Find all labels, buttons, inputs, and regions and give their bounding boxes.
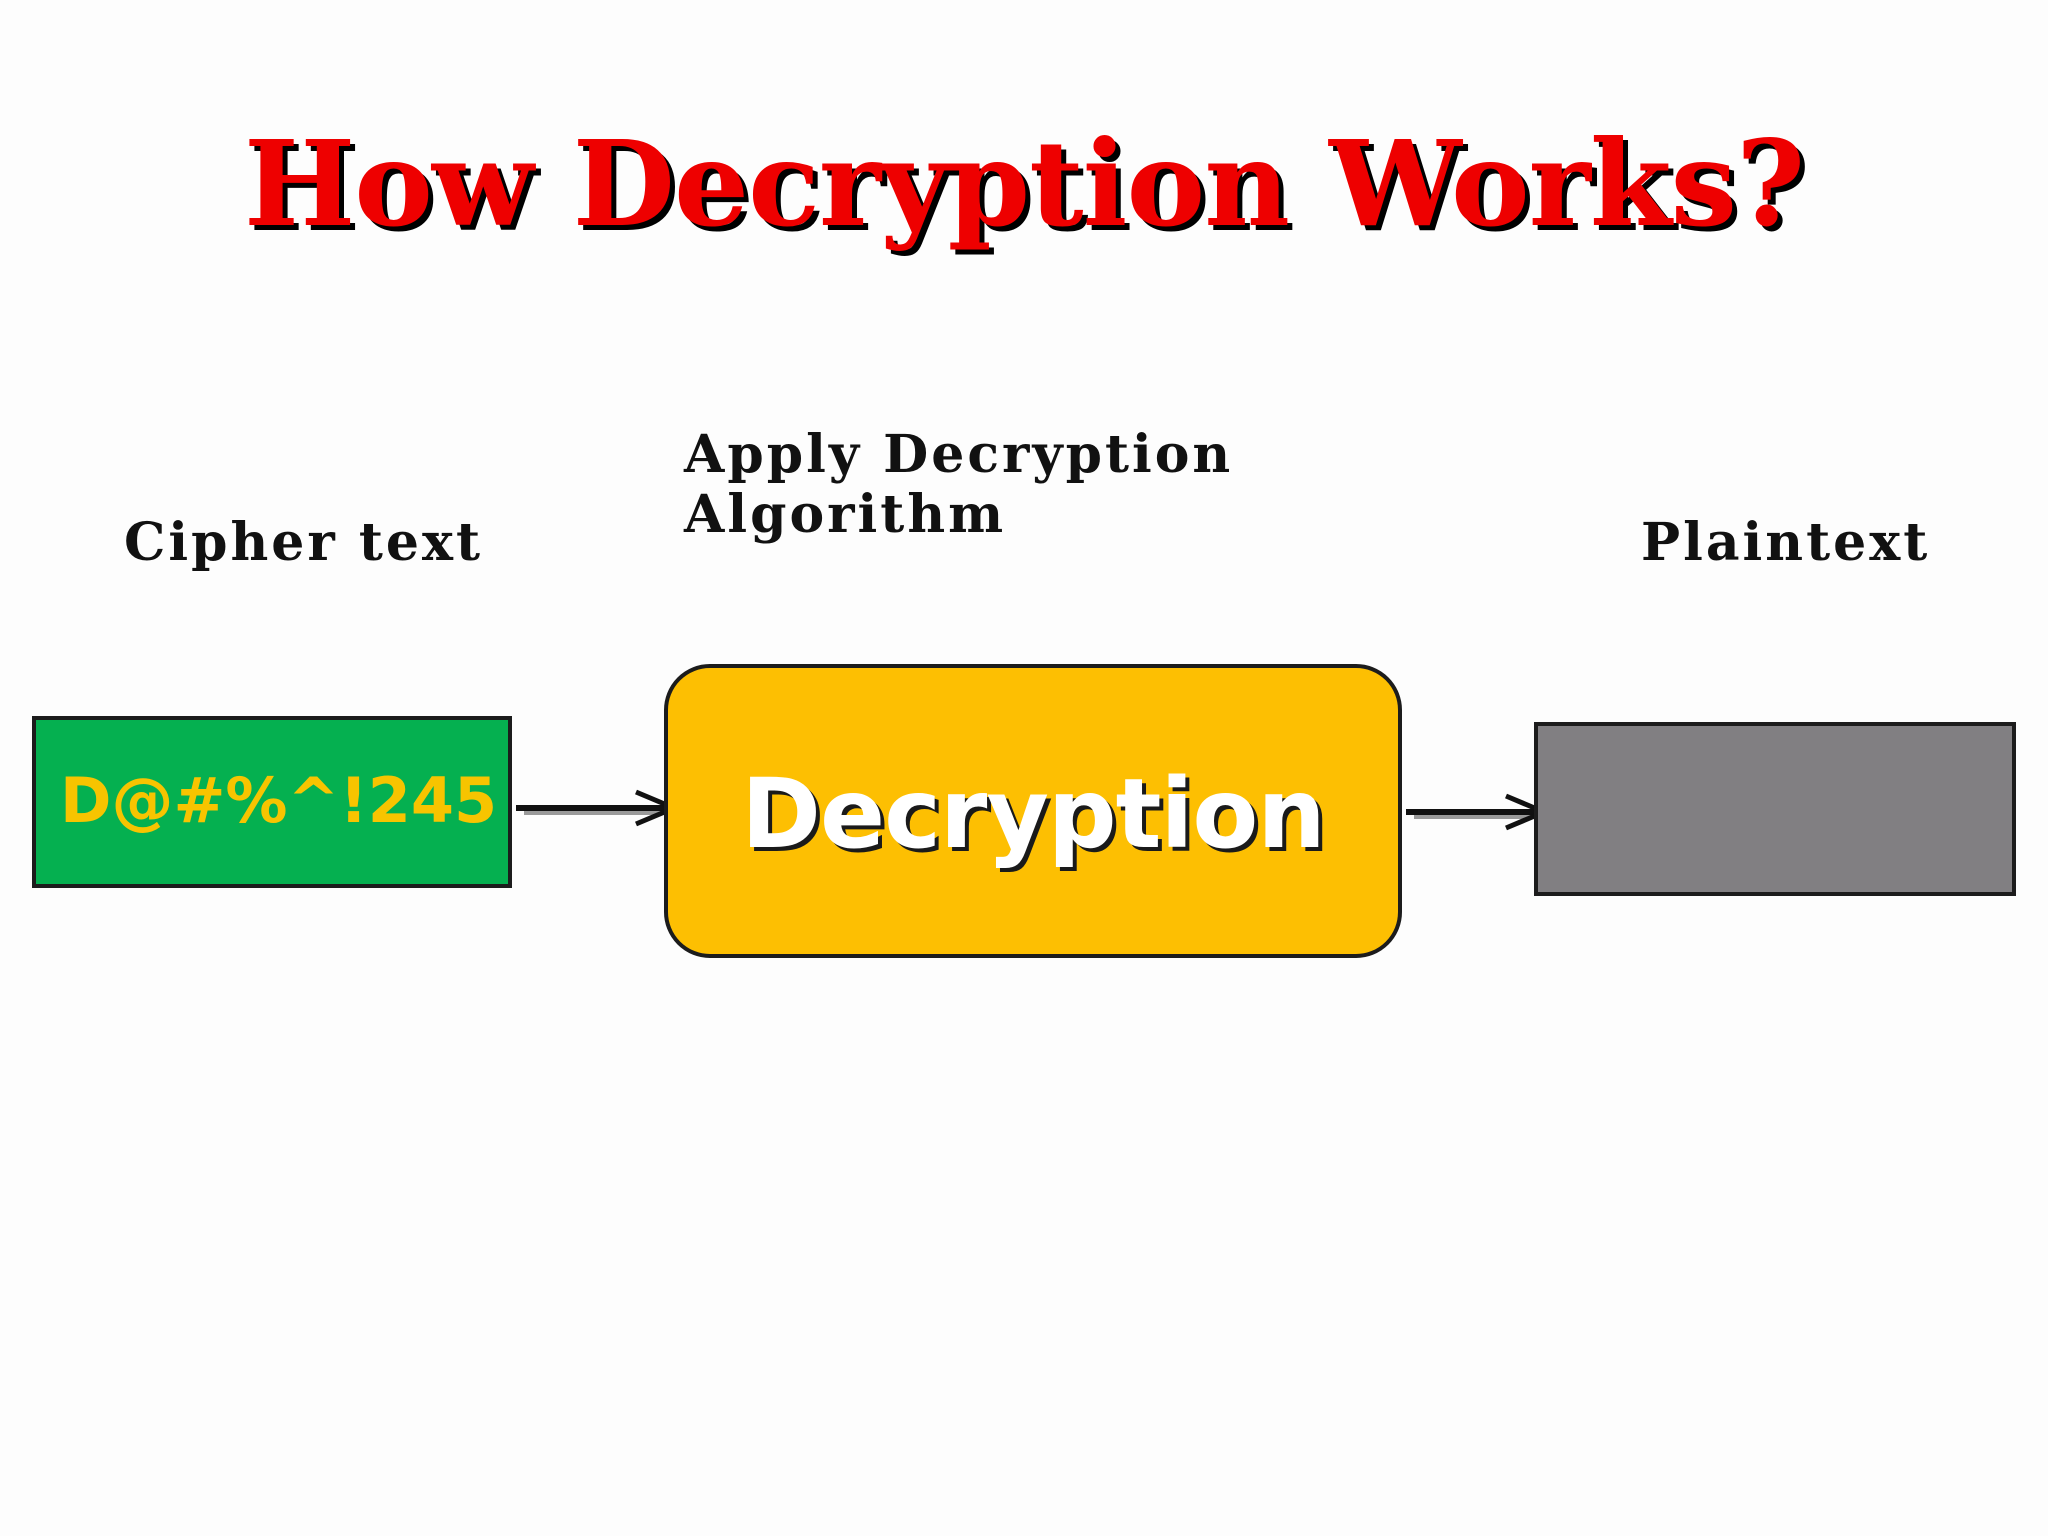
algorithm-label: Apply Decryption Algorithm	[684, 425, 1233, 545]
plaintext-box	[1534, 722, 2016, 896]
cipher-text-value: D@#%^!245	[60, 764, 498, 837]
plaintext-label: Plaintext	[1641, 512, 1931, 573]
decryption-process-label: Decryption	[741, 758, 1325, 870]
arrow-to-decryption	[516, 789, 681, 827]
cipher-text-box: D@#%^!245	[32, 716, 512, 888]
algorithm-label-line1: Apply Decryption	[684, 424, 1234, 485]
slide-title: How Decryption Works?	[243, 114, 1805, 253]
decryption-process-box: Decryption	[664, 664, 1402, 958]
arrow-to-plaintext	[1406, 793, 1551, 831]
cipher-text-label: Cipher text	[124, 512, 484, 573]
algorithm-label-line2: Algorithm	[684, 484, 1007, 545]
